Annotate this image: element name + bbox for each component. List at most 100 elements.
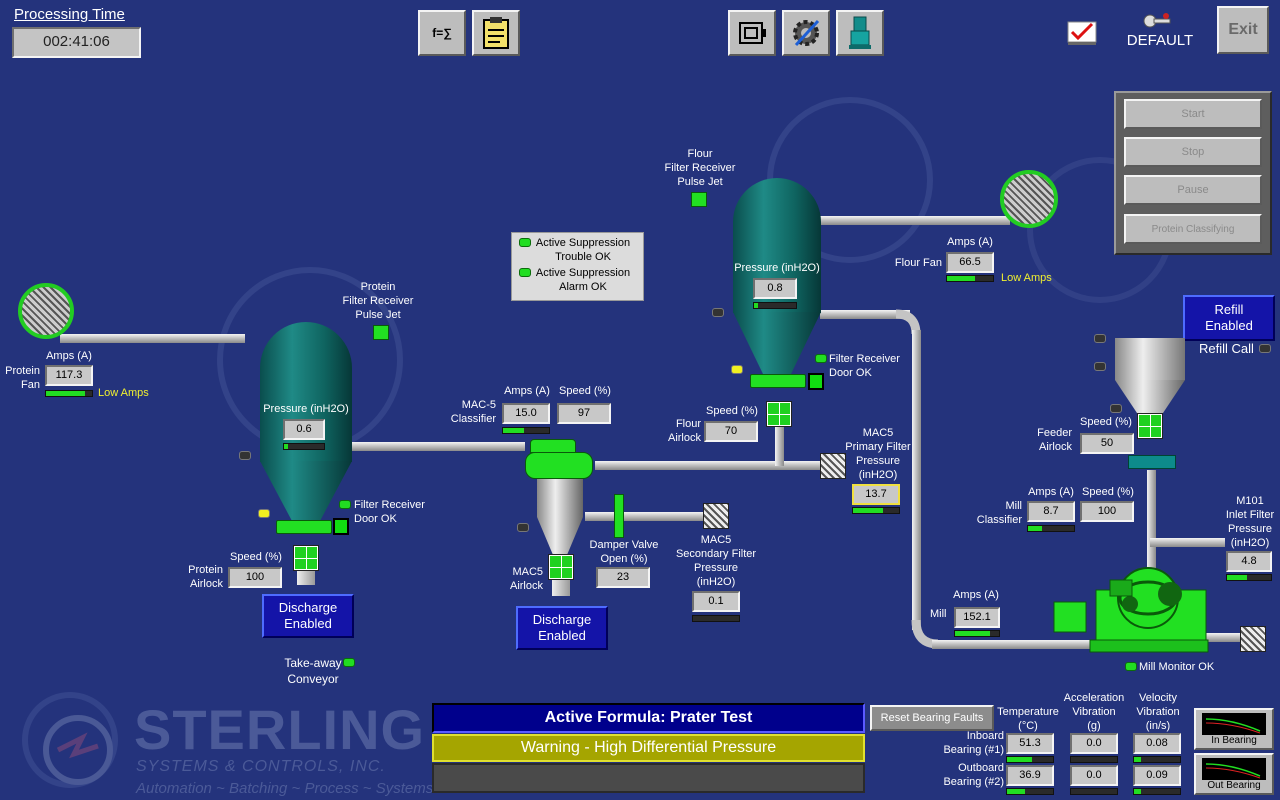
start-button[interactable]: Start: [1124, 99, 1262, 129]
inboard-accel-value: 0.0: [1070, 733, 1118, 754]
flour-door-ok-indicator: [815, 354, 827, 363]
outboard-vel-value: 0.09: [1133, 765, 1181, 786]
inboard-vel-value: 0.08: [1133, 733, 1181, 754]
equipment-overview-button[interactable]: [728, 10, 776, 56]
mill-machine[interactable]: [1050, 560, 1210, 656]
mill-inlet-bar: [1226, 574, 1272, 581]
user-name: DEFAULT: [1126, 32, 1194, 49]
mac5-classifier-body[interactable]: [525, 452, 593, 479]
mill-amps-bar: [954, 630, 1000, 637]
temperature-header: Temperature(°C): [997, 706, 1059, 732]
mac5-secondary-bar: [692, 615, 740, 622]
mill-classifier-amps-bar: [1027, 525, 1075, 532]
message-banner: [432, 763, 865, 793]
refill-enabled-button[interactable]: Refill Enabled: [1183, 295, 1275, 341]
exit-button[interactable]: Exit: [1217, 6, 1269, 54]
pause-button[interactable]: Pause: [1124, 175, 1262, 205]
mac5-amps-label: Amps (A): [504, 385, 550, 397]
protein-door-switch: [333, 518, 349, 535]
protein-airlock-spout: [297, 571, 315, 585]
alarm-checklist-icon[interactable]: [1066, 20, 1100, 46]
mac5-airlock-valve[interactable]: [548, 554, 574, 580]
protein-speed-value: 100: [228, 567, 282, 588]
trend-chart-icon: [1202, 758, 1266, 780]
mac5-primary-bar: [852, 507, 900, 514]
refill-call-label: Refill Call: [1199, 341, 1254, 356]
inboard-accel-bar: [1070, 756, 1118, 763]
feeder-airlock-valve[interactable]: [1137, 413, 1163, 439]
outboard-vel-bar: [1133, 788, 1181, 795]
formula-editor-button[interactable]: f=∑: [418, 10, 466, 56]
flour-low-amps: Low Amps: [1001, 272, 1052, 284]
maintenance-button[interactable]: [782, 10, 830, 56]
processing-time-value: 002:41:06: [12, 27, 141, 58]
mill-classifier-speed-label: Speed (%): [1082, 486, 1134, 498]
protein-amps-value: 117.3: [45, 365, 93, 386]
mill-classifier-amps-value: 8.7: [1027, 501, 1075, 522]
active-formula-banner: Active Formula: Prater Test: [432, 703, 865, 733]
mill-classifier-pipe: [1150, 538, 1225, 547]
protein-receiver-tank[interactable]: [260, 322, 352, 462]
clipboard-icon: [483, 17, 509, 49]
feeder-hopper[interactable]: [1115, 338, 1185, 380]
flour-receiver-cone: [733, 312, 821, 374]
in-bearing-trend-button[interactable]: In Bearing: [1194, 708, 1274, 750]
outboard-accel-bar: [1070, 788, 1118, 795]
reset-bearing-faults-button[interactable]: Reset Bearing Faults: [870, 705, 994, 731]
protein-airlock-valve[interactable]: [293, 545, 319, 571]
damper-valve[interactable]: [614, 494, 624, 538]
mill-outlet-filter: [1240, 626, 1266, 652]
flour-pressure-bar: [753, 302, 797, 309]
protein-fan[interactable]: [18, 283, 74, 339]
flour-return-pipe: [820, 310, 910, 319]
stop-button[interactable]: Stop: [1124, 137, 1262, 167]
formula-icon: f=∑: [432, 26, 452, 40]
suppression-status-box: [511, 232, 644, 301]
protein-classifying-button[interactable]: Protein Classifying: [1124, 214, 1262, 244]
mill-monitor-indicator: [1125, 662, 1137, 671]
out-bearing-trend-button[interactable]: Out Bearing: [1194, 753, 1274, 795]
mac5-cyclone: [537, 479, 583, 555]
flour-fan-amps-bar: [946, 275, 994, 282]
flour-airlock-valve[interactable]: [766, 401, 792, 427]
mill-return-pipe-horizontal: [932, 640, 1102, 649]
sterling-logo-mark: [43, 715, 113, 785]
flour-airlock-pipe: [775, 426, 784, 466]
report-button[interactable]: [472, 10, 520, 56]
flour-fan[interactable]: [1000, 170, 1058, 228]
protein-receiver-cone: [260, 461, 352, 521]
mill-classifier-amps-label: Amps (A): [1028, 486, 1074, 498]
protein-door-ok-indicator: [339, 500, 351, 509]
machine-icon: [739, 22, 766, 44]
logo-name: STERLING: [134, 698, 426, 761]
protein-amps-label: Amps (A): [46, 350, 92, 362]
classifier-to-primary-pipe: [595, 461, 820, 470]
flour-door-switch: [808, 373, 824, 390]
flour-pulse-jet-indicator: [691, 192, 707, 207]
flour-speed-label: Speed (%): [706, 405, 758, 417]
protein-fan-pipe: [60, 334, 245, 343]
mill-view-button[interactable]: [836, 10, 884, 56]
mac5-secondary-value: 0.1: [692, 591, 740, 612]
mill-return-pipe-vertical: [912, 330, 921, 630]
mill-classifier-speed-value: 100: [1080, 501, 1134, 522]
flour-level-low-indicator: [731, 365, 743, 374]
protein-pressure-label: Pressure (inH2O): [263, 403, 349, 415]
feeder-conveyor: [1128, 455, 1176, 469]
feeder-speed-label: Speed (%): [1080, 416, 1132, 428]
